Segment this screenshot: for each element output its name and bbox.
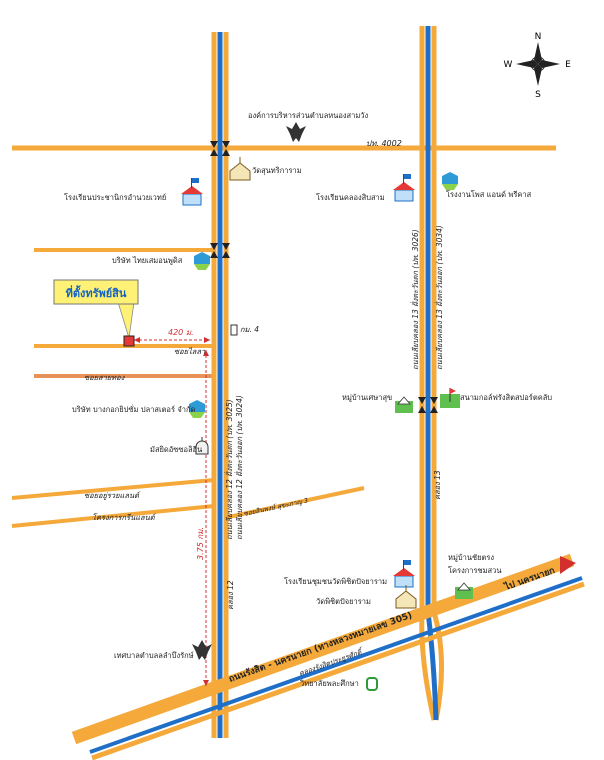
label-canal13: คลอง 13 (433, 470, 442, 500)
label-canal12: คลอง 12 (226, 580, 235, 610)
label-khlong12-left: ถนนเลียบคลอง 12 ฝั่งตะวันตก (ปท. 3025) (224, 399, 234, 540)
compass-e: E (565, 60, 571, 70)
road-proj-green (11, 504, 215, 528)
label-proj-green: โครงการกรีนแลนด์ (92, 513, 157, 522)
label-municipality: เทศบาลตำบลลลำบึงรักษ์ (114, 651, 194, 660)
crossing-markers (210, 141, 438, 413)
school-icon (181, 178, 203, 206)
landmark-icons (181, 122, 473, 691)
compass-s: S (535, 90, 541, 100)
property-callout: ที่ตั้งทรัพย์สิน (53, 279, 139, 347)
highway-305 (71, 553, 585, 760)
label-village-setthasiri: หมู่บ้านเศษาสุข (342, 393, 392, 402)
label-khlong12-right: ถนนเลียบคลอง 12 ฝั่งตะวันออก (ปท. 3024) (234, 395, 244, 540)
mosque-icon (195, 437, 209, 455)
garuda-icon (192, 640, 212, 660)
map-labels: องค์การบริหารส่วนตำบลหนองสามวัง ปท. 4002… (64, 111, 556, 688)
side-roads (11, 145, 556, 528)
label-bangkok-gypsum: บริษัท บางกอกยิปซั่ม ปลาสเตอร์ จำกัด (72, 404, 195, 414)
compass-n: N (535, 32, 542, 42)
distance-420: 420 ม. (168, 328, 194, 337)
distance-markers: 420 ม. 3.75 กม. (134, 328, 210, 686)
road-soi-sinphong (223, 486, 365, 520)
label-km4: กม. 4 (240, 325, 259, 334)
label-soi-sinphong: ซอยสินพงษ์ สุขะภาญ 3 (243, 496, 309, 518)
school-icon (393, 174, 415, 202)
college-icon (366, 677, 378, 691)
temple-icon (395, 585, 417, 609)
khlong13-road (419, 26, 445, 721)
label-khlong13-left: ถนนเลียบคลอง 13 ฝั่งตะวันตก (ปท. 3026) (410, 229, 420, 370)
highway-arrow (560, 556, 576, 574)
factory-icon (194, 252, 210, 270)
property-marker (123, 335, 135, 347)
label-school-khlongsipsam: โรงเรียนคลองสิบสาม (316, 193, 385, 202)
label-soi-saensuk: ซอยสายทอง (84, 373, 126, 382)
label-school-prachaniwat: โรงเรียนประชานิกรอำนวยเวทย์ (64, 193, 166, 202)
label-village-chaiwat: หมู่บ้านชัยตรง (448, 553, 494, 562)
label-golf: สนามกอล์ฟรังสิตสปอร์ตคลับ (460, 393, 552, 402)
label-soi-yuurawan: ซอยอยู่รวยแลนด์ (84, 491, 141, 500)
factory-icon (442, 172, 458, 190)
compass-w: W (504, 60, 513, 70)
golf-icon (440, 388, 460, 408)
label-school-wat-phichit: โรงเรียนชุมชนวัดพิชิตปัจยาราม (284, 577, 387, 586)
label-wat-suntharikaram: วัดสุนทริการาม (252, 166, 302, 175)
label-college: วิทยาลัยพละศึกษา (299, 679, 359, 688)
road-soi-yuurawan (11, 478, 215, 500)
khlong12-road (211, 32, 229, 738)
label-proj-chomsuan: โครงการชมสวน (448, 566, 501, 575)
garuda-icon (286, 122, 306, 142)
factory-icon (189, 400, 205, 418)
label-soi-lailaa: ซอยไลลา (174, 347, 206, 356)
compass-rose: N S E W (504, 32, 572, 100)
label-mosque: มัสยิดอัซซอลิฮีน (150, 445, 202, 454)
label-factory-pose: โรงงานโพส แอนด์ พรีคาส (446, 190, 532, 199)
km-marker-icon (230, 324, 238, 336)
village-icon (455, 582, 473, 599)
distance-375: 3.75 กม. (196, 527, 205, 560)
temple-icon (229, 157, 251, 181)
label-khlong13-right: ถนนเลียบคลอง 13 ฝั่งตะวันออก (ปท. 3034) (434, 225, 444, 370)
label-aubortor: องค์การบริหารส่วนตำบลหนองสามวัง (248, 111, 368, 120)
label-thai-semcon: บริษัท ไทยเสมอนพูดิส (112, 256, 183, 265)
village-icon (395, 396, 413, 413)
callout-label: ที่ตั้งทรัพย์สิน (66, 285, 127, 300)
label-wat-phichit: วัดพิชิตปัจยาราม (316, 597, 371, 606)
school-icon (393, 560, 415, 588)
label-route-4002: ปท. 4002 (366, 139, 402, 148)
